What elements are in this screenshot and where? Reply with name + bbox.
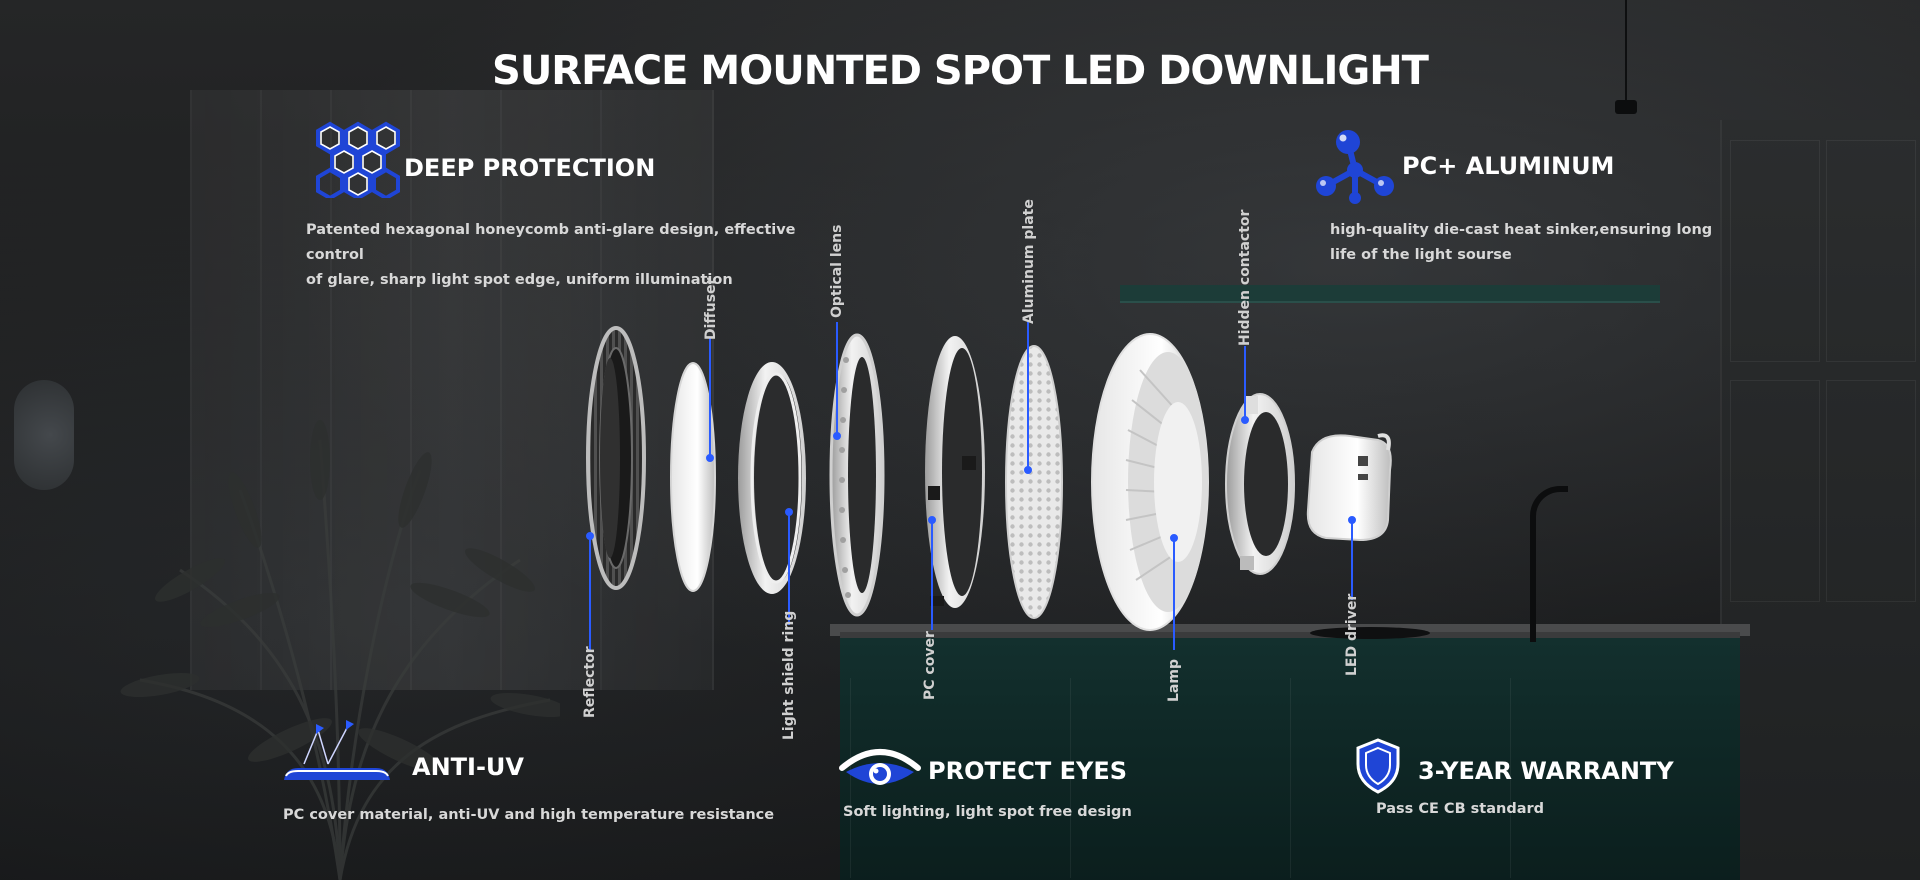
anti-uv-description: PC cover material, anti-UV and high temp… xyxy=(283,807,775,823)
pc-aluminum-desc-line-2: life of the light sourse xyxy=(1330,247,1512,263)
reflector-part xyxy=(586,326,646,590)
uv-reflect-icon xyxy=(284,720,390,780)
deep-protection-desc-line-2: of glare, sharp light spot edge, uniform… xyxy=(306,272,733,288)
deep-protection-desc-line-1: Patented hexagonal honeycomb anti-glare … xyxy=(306,222,796,263)
background-shelf xyxy=(1120,285,1660,303)
optical-lens-part xyxy=(829,333,885,617)
light-shield-ring-part xyxy=(738,362,806,594)
background-cabinet-panel xyxy=(1826,140,1916,362)
diffuser-part xyxy=(670,362,716,592)
shield-icon xyxy=(1356,738,1400,794)
hidden-contactor-part xyxy=(1225,393,1295,575)
background-counter-door xyxy=(1070,678,1271,878)
background-cabinet xyxy=(1720,120,1920,880)
honeycomb-icon xyxy=(316,121,400,198)
protect-eyes-title: PROTECT EYES xyxy=(928,757,1128,785)
leader-lines xyxy=(586,322,1356,650)
background-cabinet-panel xyxy=(1730,380,1820,602)
part-label-light-shield-ring: Light shield ring xyxy=(781,610,797,740)
background-counter-door xyxy=(1510,678,1711,878)
background-pendant-wire xyxy=(1625,0,1627,110)
protect-eyes-description: Soft lighting, light spot free design xyxy=(843,804,1132,820)
part-label-hidden-contactor: Hidden contactor xyxy=(1237,209,1253,346)
warranty-description: Pass CE CB standard xyxy=(1376,801,1545,817)
part-label-pc-cover: PC cover xyxy=(922,631,938,700)
background-cabinet-panel xyxy=(1730,140,1820,362)
part-label-led-driver: LED driver xyxy=(1344,593,1360,676)
anti-uv-title: ANTI-UV xyxy=(412,753,524,781)
eye-icon xyxy=(839,749,921,785)
background-plant xyxy=(120,420,560,880)
part-label-diffuser: Diffuser xyxy=(703,277,719,340)
deep-protection-description: Patented hexagonal honeycomb anti-glare … xyxy=(306,218,806,293)
background-bowl xyxy=(1310,627,1430,639)
background-cabinet-panel xyxy=(1826,380,1916,602)
part-label-lamp: Lamp xyxy=(1166,659,1182,702)
pc-cover-part xyxy=(925,336,985,608)
molecule-icon xyxy=(1316,130,1394,204)
background-counter-door xyxy=(850,678,1051,878)
part-label-reflector: Reflector xyxy=(582,646,598,718)
deep-protection-title: DEEP PROTECTION xyxy=(404,154,656,182)
background-counter xyxy=(840,632,1740,880)
background-faucet xyxy=(1530,486,1568,642)
pc-aluminum-description: high-quality die-cast heat sinker,ensuri… xyxy=(1330,218,1750,268)
aluminum-plate-part xyxy=(1005,345,1063,619)
background-wall-lamp xyxy=(14,380,74,490)
background-pendant xyxy=(1615,100,1637,114)
page-title: SURFACE MOUNTED SPOT LED DOWNLIGHT xyxy=(492,48,1429,94)
lamp-part xyxy=(1091,333,1209,631)
warranty-title: 3-YEAR WARRANTY xyxy=(1418,757,1674,785)
part-label-aluminum-plate: Aluminum plate xyxy=(1021,199,1037,324)
part-label-optical-lens: Optical lens xyxy=(829,224,845,318)
background-counter-door xyxy=(1290,678,1491,878)
pc-aluminum-desc-line-1: high-quality die-cast heat sinker,ensuri… xyxy=(1330,222,1713,238)
led-driver-part xyxy=(1306,433,1392,542)
pc-aluminum-title: PC+ ALUMINUM xyxy=(1402,152,1615,180)
